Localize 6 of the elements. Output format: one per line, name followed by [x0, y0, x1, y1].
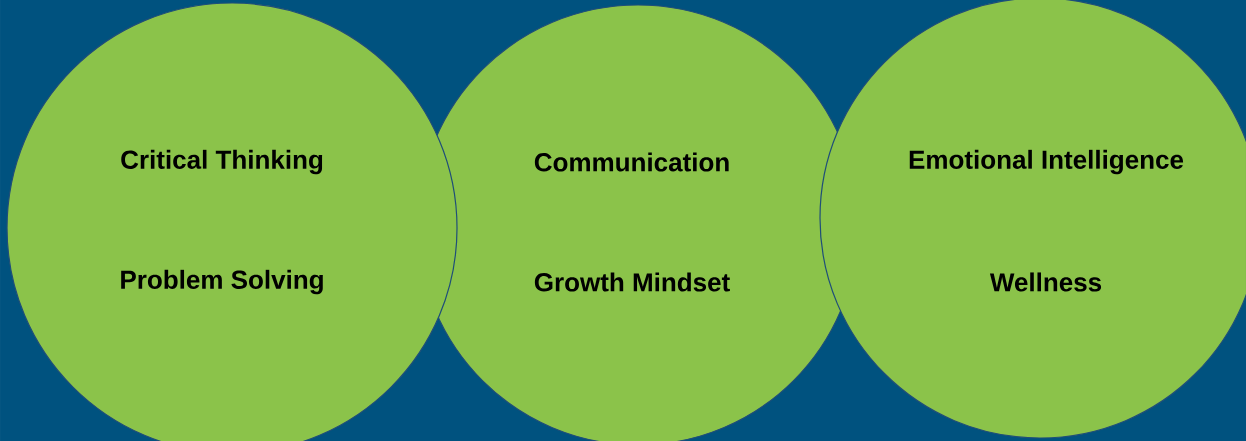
- circle-label: Wellness: [989, 272, 1102, 292]
- circle-label: Growth Mindset: [534, 272, 730, 292]
- circle-label: Emotional Intelligence: [909, 149, 1184, 175]
- circle-label: Critical Thinking: [121, 149, 323, 175]
- circle-label: Problem Solving: [121, 269, 323, 295]
- circle-label: Communication: [534, 152, 729, 172]
